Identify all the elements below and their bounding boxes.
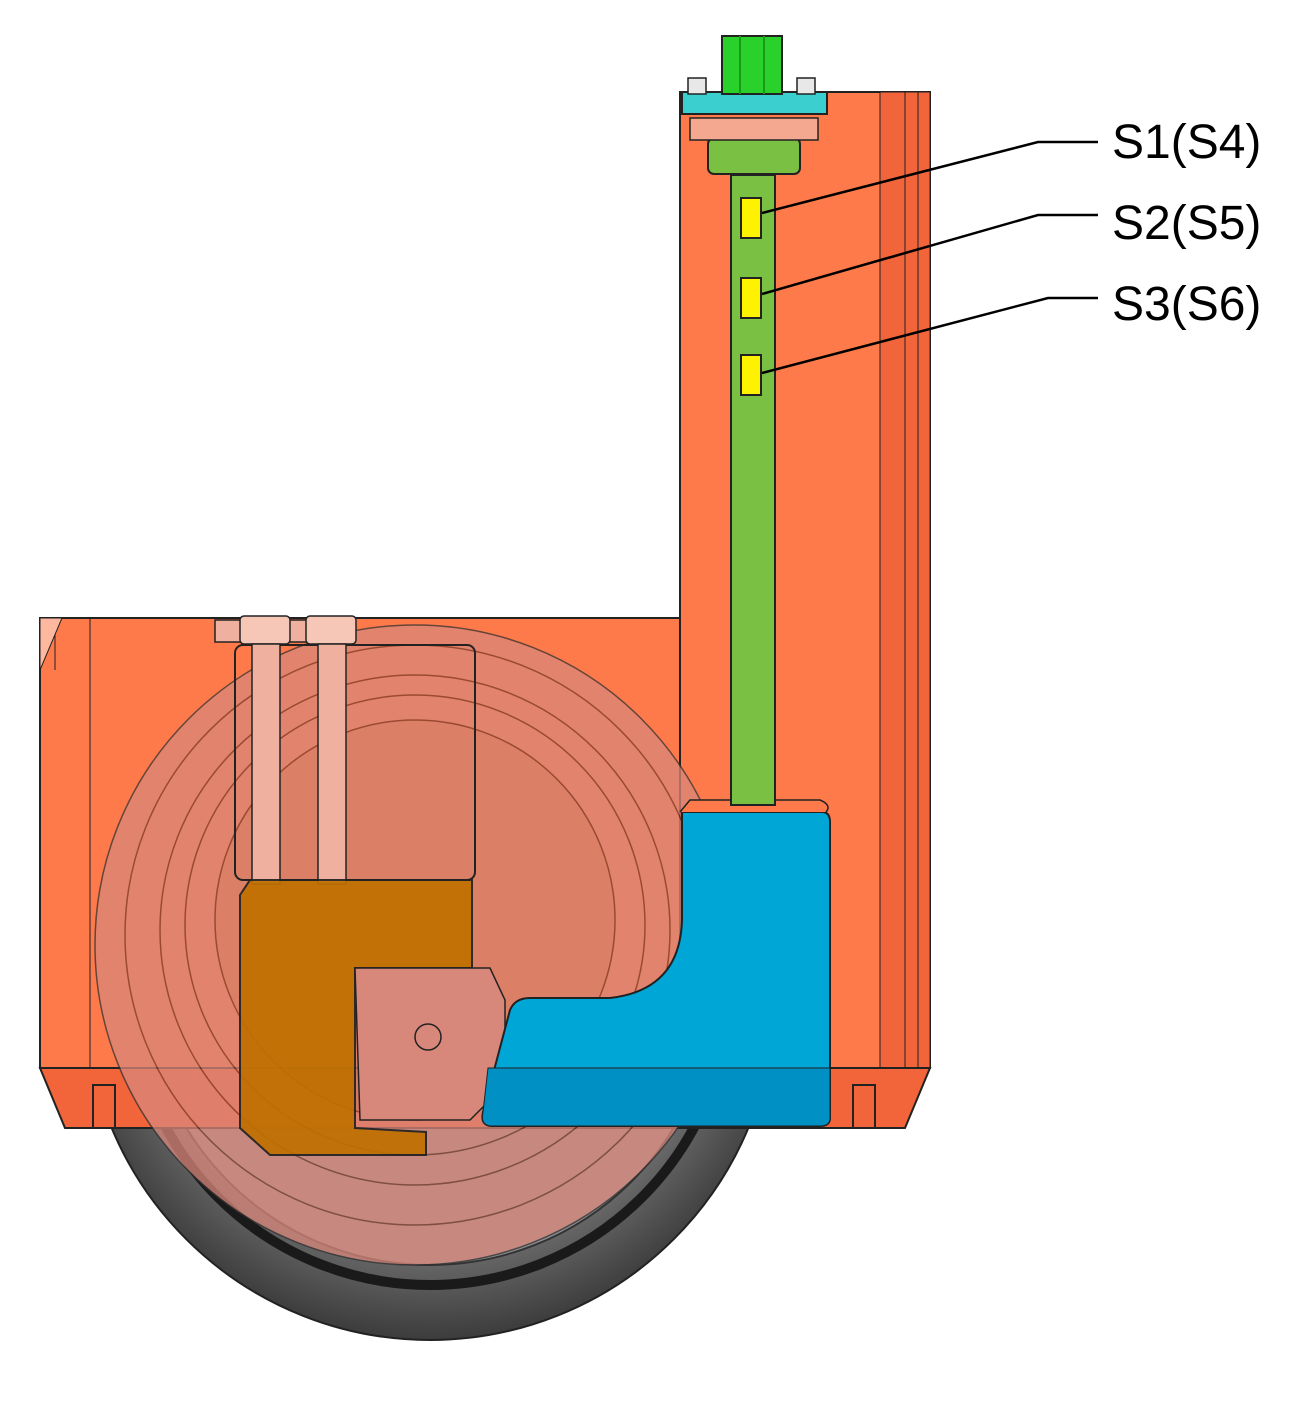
leader-s1 [761, 140, 1098, 215]
top-cap [681, 35, 828, 115]
top-bolt-right [796, 77, 816, 95]
label-s3: S3(S6) [1112, 278, 1261, 331]
vertical-bolts [214, 615, 357, 885]
bolt-head-right [305, 615, 357, 645]
top-bolt-left [687, 77, 707, 95]
brown-bracket [239, 879, 473, 1156]
sensor-s2 [740, 277, 762, 319]
leader-s2 [761, 213, 1098, 296]
sensors [740, 197, 762, 396]
blue-block [481, 799, 831, 1127]
sensor-s1 [740, 197, 762, 239]
sensor-s3 [740, 354, 762, 396]
bolt-shank-right [317, 643, 347, 885]
bolt-shank-left [251, 643, 281, 885]
bolt-head-left [239, 615, 291, 645]
foot-right [852, 1084, 876, 1129]
axle-assembly [354, 967, 506, 1121]
label-s2: S2(S5) [1112, 197, 1261, 250]
top-plate [681, 91, 828, 115]
leader-s3 [761, 296, 1098, 375]
label-s1: S1(S4) [1112, 116, 1261, 169]
axle-hole [414, 1023, 442, 1051]
top-nut [721, 35, 783, 95]
leader-lines [761, 140, 1098, 375]
foot-left [92, 1084, 116, 1129]
